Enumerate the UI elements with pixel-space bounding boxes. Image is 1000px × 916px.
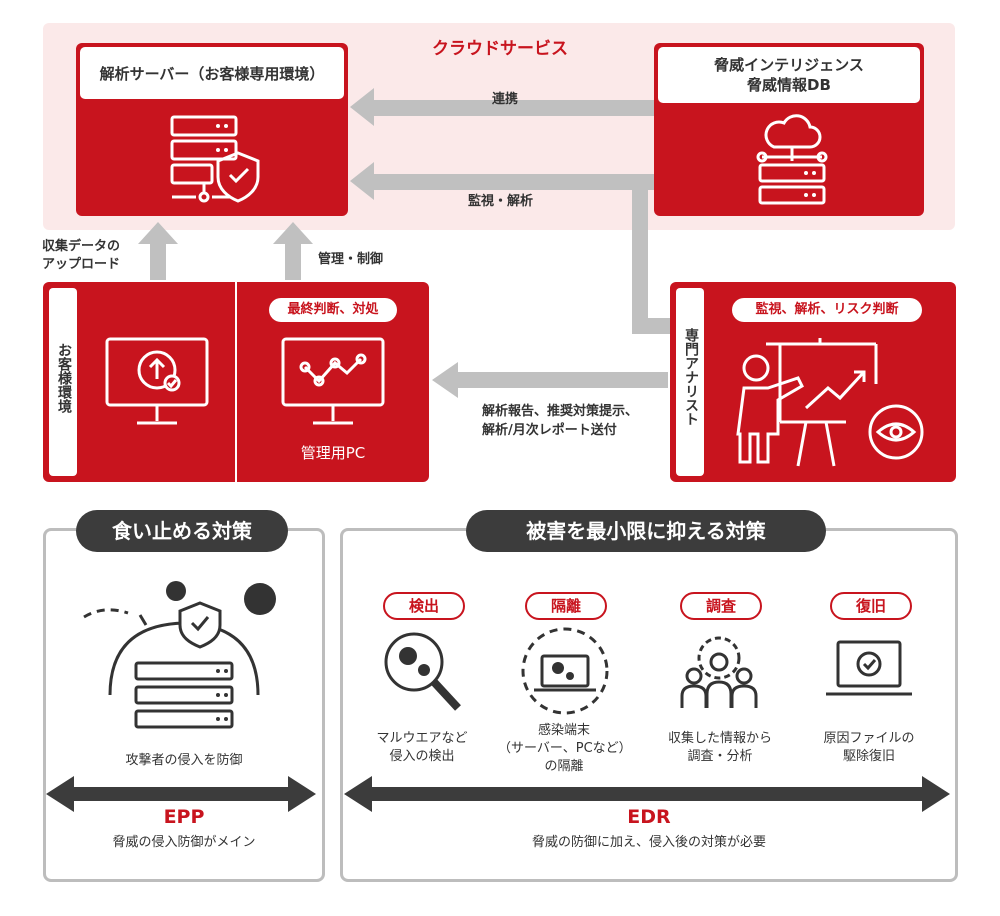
cloud-database-icon — [756, 114, 828, 205]
pc-label: 管理用PC — [300, 444, 366, 462]
report-label-line1: 解析報告、推奨対策提示、 — [482, 404, 639, 419]
edr-name: EDR — [627, 806, 671, 828]
control-up-arrow — [273, 222, 313, 280]
customer-env-label: お客様環境 — [56, 343, 72, 413]
upload-monitor-icon — [105, 337, 209, 425]
edr-step-detect-caption: マルウエアなど 侵入の検出 — [356, 730, 488, 766]
threat-intel-box: 脅威インテリジェンス 脅威情報DB — [654, 43, 924, 216]
secure-server-icon — [170, 115, 260, 203]
pc-badge: 最終判断、対処 — [269, 298, 397, 322]
analyst-label: 専門アナリスト — [683, 328, 699, 426]
edr-step-detect-caption-line1: マルウエアなど — [376, 731, 468, 746]
edr-step-recover-caption: 原因ファイルの 駆除復旧 — [803, 730, 935, 766]
epp-name: EPP — [163, 806, 205, 828]
epp-caption: 攻撃者の侵入を防御 — [125, 753, 243, 768]
threat-intel-title-line1: 脅威インテリジェンス — [714, 56, 864, 74]
analyst-presentation-icon — [736, 338, 924, 467]
customer-env-box: お客様環境 最終判断、対処 管理用PC — [43, 282, 429, 482]
upload-label: 収集データの アップロード — [42, 238, 120, 274]
report-arrow — [432, 362, 668, 398]
customer-env-side: お客様環境 — [49, 288, 77, 476]
cloud-arrows — [350, 88, 654, 200]
analyst-side: 専門アナリスト — [676, 288, 704, 476]
edr-step-investigate-label: 調査 — [680, 592, 762, 620]
edr-step-isolate-caption-line1: 感染端末 — [537, 723, 590, 738]
report-label-line2: 解析/月次レポート送付 — [482, 423, 617, 438]
upload-label-line2: アップロード — [42, 257, 121, 272]
edr-step-recover-caption-line1: 原因ファイルの — [823, 731, 915, 746]
analyst-box: 専門アナリスト 監視、解析、リスク判断 — [670, 282, 956, 482]
upload-label-line1: 収集データの — [42, 239, 121, 254]
edr-step-investigate-caption: 収集した情報から 調査・分析 — [654, 730, 786, 766]
edr-step-recover-label: 復旧 — [830, 592, 912, 620]
laptop-check-icon — [826, 640, 912, 696]
edr-step-investigate-caption-line2: 調査・分析 — [687, 749, 753, 764]
edr-step-detect-label: 検出 — [383, 592, 465, 620]
edr-step-investigate-caption-line1: 収集した情報から — [667, 731, 772, 746]
analyst-badge: 監視、解析、リスク判断 — [732, 298, 922, 322]
threat-intel-title: 脅威インテリジェンス 脅威情報DB — [658, 47, 920, 103]
analyst-connector-line — [630, 174, 670, 334]
edr-step-isolate-caption-line2: （サーバー、PCなど） — [498, 741, 632, 756]
epp-desc: 脅威の侵入防御がメイン — [112, 835, 256, 850]
threat-intel-title-line2: 脅威情報DB — [747, 76, 831, 94]
analysis-server-title: 解析サーバー（お客様専用環境） — [80, 47, 344, 99]
edr-step-detect-caption-line2: 侵入の検出 — [389, 749, 455, 764]
chart-monitor-icon — [281, 337, 385, 425]
epp-double-arrow — [46, 776, 316, 812]
edr-step-isolate-caption-line3: の隔離 — [544, 759, 584, 774]
edr-heading: 被害を最小限に抑える対策 — [466, 510, 826, 552]
cloud-service-title: クラウドサービス — [432, 39, 568, 59]
link-arrow-label: 連携 — [492, 92, 519, 107]
isolated-laptop-icon — [521, 627, 609, 715]
magnifier-malware-icon — [384, 632, 461, 711]
edr-step-recover-caption-line2: 駆除復旧 — [842, 749, 895, 764]
upload-up-arrow — [138, 222, 178, 280]
customer-env-divider — [235, 282, 237, 482]
edr-step-isolate-caption: 感染端末 （サーバー、PCなど） の隔離 — [498, 722, 632, 776]
edr-double-arrow — [344, 776, 950, 812]
monitor-arrow-label: 監視・解析 — [468, 194, 534, 209]
monitor-arrow — [350, 162, 654, 200]
report-label: 解析報告、推奨対策提示、 解析/月次レポート送付 — [482, 402, 638, 440]
analysis-server-box: 解析サーバー（お客様専用環境） — [76, 43, 348, 216]
epp-defense-illustration — [83, 581, 276, 729]
control-label: 管理・制御 — [318, 252, 384, 267]
epp-heading: 食い止める対策 — [76, 510, 288, 552]
edr-step-isolate-label: 隔離 — [525, 592, 607, 620]
edr-desc: 脅威の防御に加え、侵入後の対策が必要 — [531, 835, 766, 850]
link-arrow — [350, 88, 654, 126]
team-gear-icon — [680, 636, 758, 708]
